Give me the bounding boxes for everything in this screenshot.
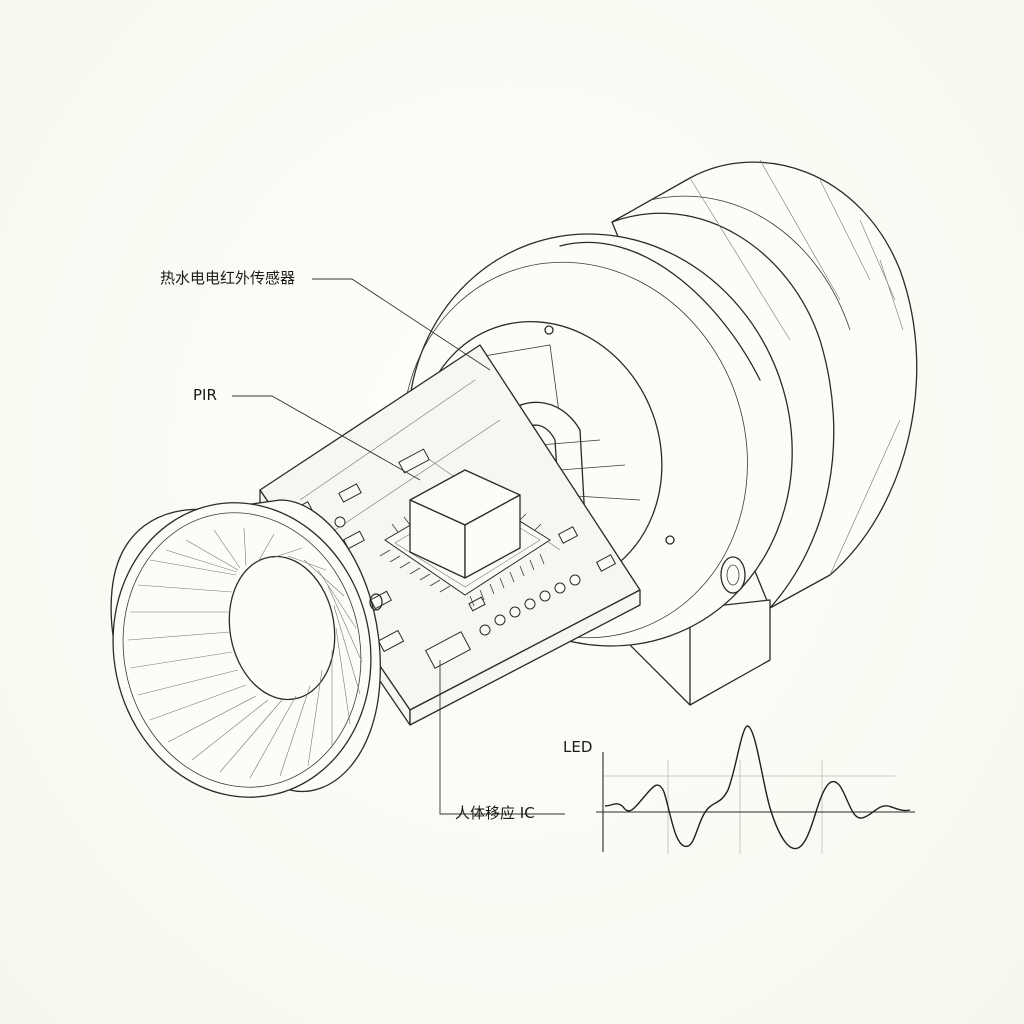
leader-lines [232, 278, 565, 815]
pir-cube [409, 469, 521, 579]
led-label: LED [563, 738, 593, 756]
pir-label: PIR [193, 386, 217, 404]
ic-label: 人体移应 IC [455, 804, 535, 822]
led-signal-graph [596, 725, 915, 854]
board-components [292, 448, 617, 669]
lens-reflector [110, 499, 383, 798]
sensor-label: 热水电电红外传感器 [160, 269, 296, 287]
